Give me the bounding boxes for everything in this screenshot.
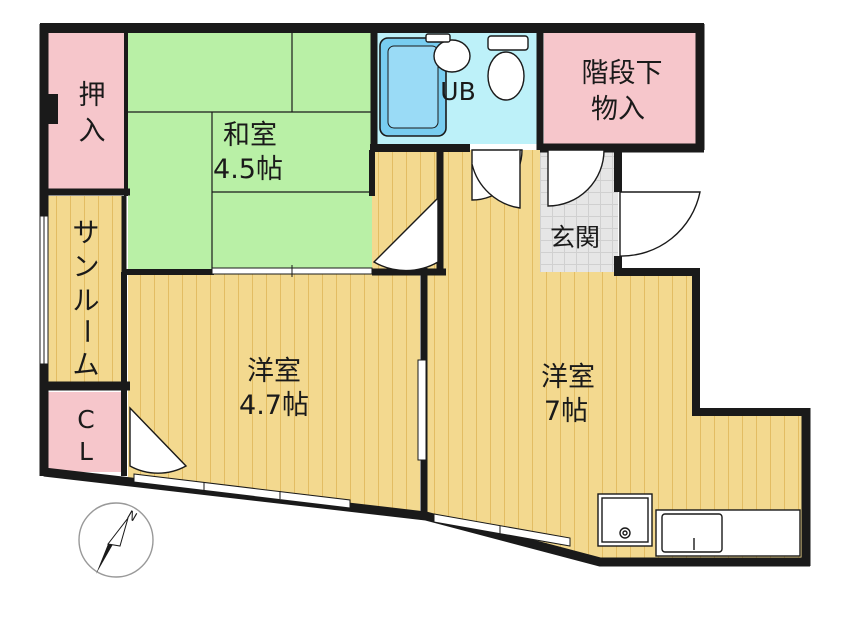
sunroom-char: ル <box>73 286 100 317</box>
sunroom-char: サ <box>73 218 100 249</box>
yoshitsu-large-floor <box>426 150 806 562</box>
washitsu-floor <box>128 32 372 272</box>
compass-icon: N <box>78 502 154 578</box>
yoshitsu-large-name: 洋室 <box>541 362 595 393</box>
washing-machine-icon <box>597 493 653 547</box>
storage-floor <box>544 32 698 144</box>
sunroom-char: ム <box>73 350 100 381</box>
washitsu-name: 和室 <box>223 120 277 151</box>
sink-icon <box>425 33 471 73</box>
cl-floor <box>46 392 122 472</box>
sunroom-label: サ ン ル ー ム <box>70 218 101 381</box>
bathtub-icon <box>379 37 447 137</box>
entrance-label: 玄関 <box>550 223 600 252</box>
oshiire-label-line1: 押 <box>79 80 106 111</box>
yoshitsu-large-size: 7帖 <box>544 396 588 427</box>
oshiire-floor <box>46 32 128 190</box>
storage-label-line1: 階段下 <box>582 58 663 89</box>
sunroom-floor <box>46 196 122 382</box>
yoshitsu-small-size: 4.7帖 <box>239 390 309 421</box>
kitchen-sink-icon <box>655 509 801 557</box>
sunroom-char: ー <box>70 318 101 345</box>
toilet-icon <box>487 35 529 101</box>
sunroom-char: ン <box>73 252 100 283</box>
yoshitsu-small-floor <box>128 272 420 514</box>
unit-bath-label: UB <box>440 77 475 106</box>
doors <box>129 149 701 474</box>
yoshitsu-small-name: 洋室 <box>247 356 301 387</box>
oshiire-handle <box>44 94 58 124</box>
cl-label-line1: C <box>77 405 94 434</box>
oshiire-label-line2: 入 <box>79 116 106 147</box>
storage-label-line2: 物入 <box>591 94 645 125</box>
washitsu-size: 4.5帖 <box>213 154 283 185</box>
tatami-seams <box>128 32 372 272</box>
windows <box>39 215 571 547</box>
cl-label-line2: L <box>79 437 93 466</box>
